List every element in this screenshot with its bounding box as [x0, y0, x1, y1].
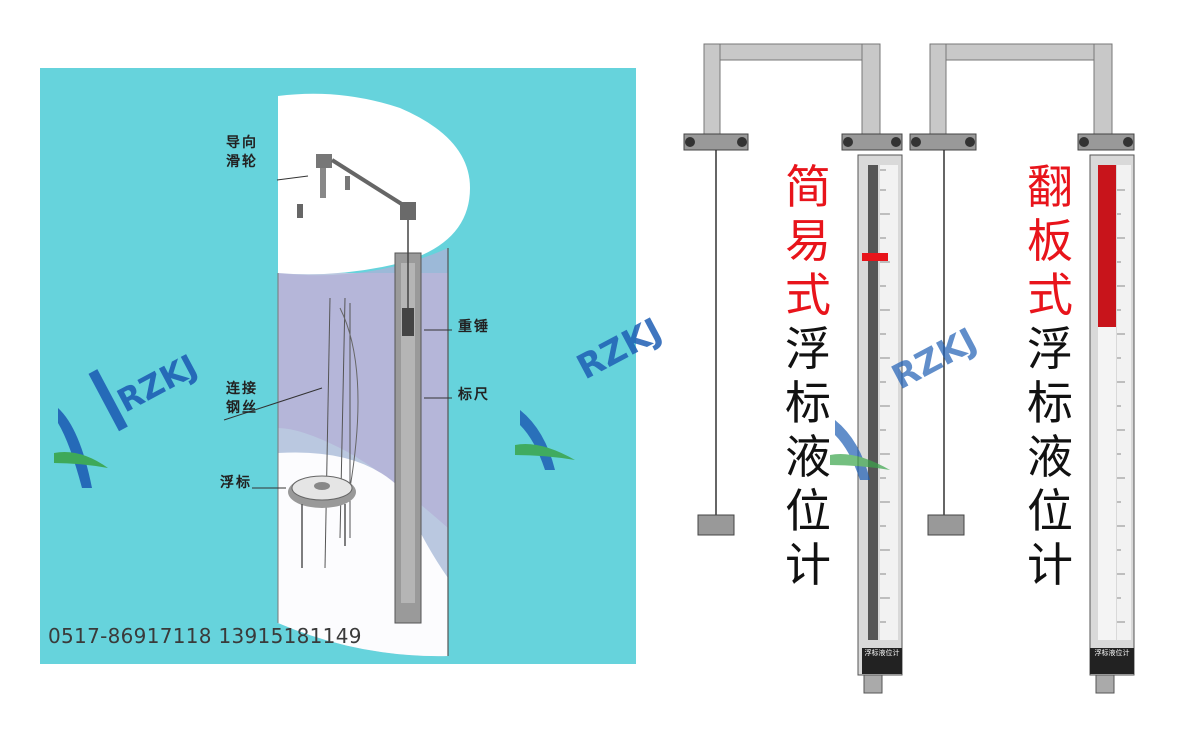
tank-diagram-panel: RZKJ 导向 滑轮 重锤 标尺 连接 钢丝 浮标 0517-86917118 …	[40, 68, 636, 664]
watermark-logo-right: RZKJ	[830, 320, 984, 480]
gauge-flap-type-char-2: 板	[1027, 214, 1073, 268]
gauge-flap-nameplate-text: 浮标液位计	[1094, 649, 1130, 657]
label-float: 浮标	[220, 475, 252, 491]
gauge-simple-title: 简 易 式 浮 标 液 位 计	[780, 160, 836, 592]
gauge-flap-name-char-2: 标	[1027, 376, 1073, 430]
gauge-simple-type-char-1: 简	[785, 160, 831, 214]
label-guide-pulley-line1: 导向	[226, 135, 258, 151]
gauge-simple-nameplate-text: 浮标液位计	[864, 649, 900, 657]
svg-text:RZKJ: RZKJ	[111, 347, 203, 420]
gauge-flap-nameplate: 浮标液位计	[1090, 648, 1134, 674]
svg-text:RZKJ: RZKJ	[885, 320, 983, 397]
gauge-simple-type-char-2: 易	[785, 214, 831, 268]
label-guide-pulley-line2: 滑轮	[226, 154, 258, 170]
gauge-simple-ticks	[880, 169, 890, 623]
gauge-simple-nameplate: 浮标液位计	[862, 648, 902, 674]
gauge-flap-type-char-3: 式	[1027, 268, 1073, 322]
gauge-simple-name-char-3: 液	[785, 430, 831, 484]
label-weight: 重锤	[458, 319, 490, 335]
contact-phone: 0517-86917118 13915181149	[48, 624, 362, 648]
gauge-flap-type-char-1: 翻	[1027, 160, 1073, 214]
gauge-flap-name-char-3: 液	[1027, 430, 1073, 484]
gauge-flap-ticks	[1117, 189, 1125, 623]
label-wire: 连接 钢丝	[226, 380, 258, 418]
gauge-simple-type-char-3: 式	[785, 268, 831, 322]
watermark-logo-left: RZKJ	[54, 347, 203, 488]
gauge-flap-name-char-1: 浮	[1027, 322, 1073, 376]
label-scale: 标尺	[458, 387, 490, 403]
label-guide-pulley: 导向 滑轮	[226, 134, 258, 172]
gauge-simple-name-char-1: 浮	[785, 322, 831, 376]
gauge-flap-title: 翻 板 式 浮 标 液 位 计	[1022, 160, 1078, 592]
label-wire-line1: 连接	[226, 381, 258, 397]
gauge-simple-name-char-2: 标	[785, 376, 831, 430]
gauge-flap-name-char-4: 位	[1027, 484, 1073, 538]
gauge-simple-name-char-4: 位	[785, 484, 831, 538]
gauge-simple-name-char-5: 计	[785, 538, 831, 592]
label-wire-line2: 钢丝	[226, 400, 258, 416]
tank-illustration: RZKJ	[54, 93, 470, 657]
gauge-flap-name-char-5: 计	[1027, 538, 1073, 592]
